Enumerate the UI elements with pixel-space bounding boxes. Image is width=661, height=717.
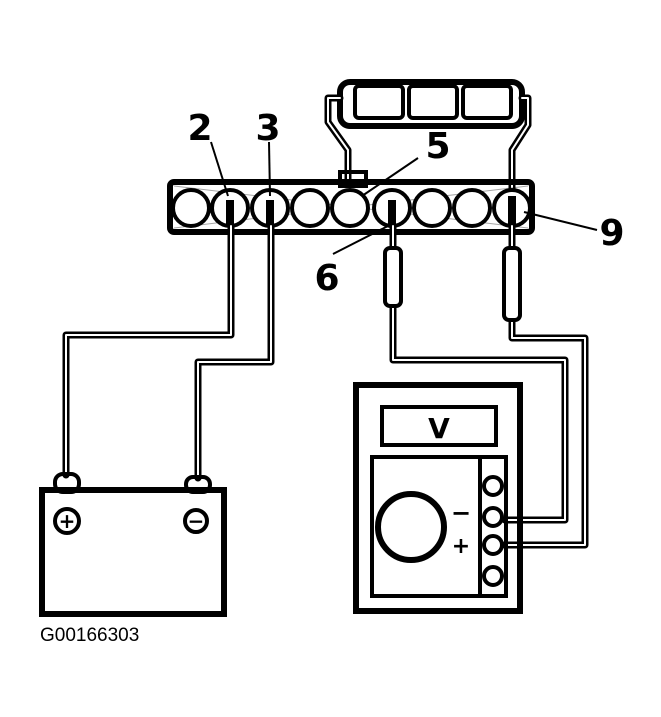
battery-negative-terminal [184,475,212,494]
pin-1 [171,188,211,228]
meter-display [380,405,498,447]
meter-display-text: V [428,412,450,445]
pin-8 [452,188,492,228]
callout-lines [210,141,598,255]
pin-5 [330,188,370,228]
label-pin-3: 3 [255,108,280,149]
meter-neg-symbol: − [451,499,471,527]
battery-negative-symbol: − [188,509,205,533]
battery: + − [39,472,227,617]
meter-jack-1[interactable] [482,475,504,497]
battery-wires [62,222,275,482]
label-pin-5: 5 [425,126,450,167]
multimeter: V − + [353,382,523,614]
pin-4 [290,188,330,228]
pin-7 [412,188,452,228]
meter-jack-pos[interactable] [482,534,504,556]
meter-jack-neg[interactable] [482,506,504,528]
meter-leads [383,222,589,549]
label-pin-2: 2 [187,108,212,149]
top-component [324,79,532,194]
battery-positive-symbol: + [59,509,76,533]
figure-code: G00166303 [40,625,139,646]
battery-positive-terminal [53,472,81,494]
label-pin-9: 9 [599,213,624,254]
meter-jack-4[interactable] [482,565,504,587]
meter-pos-symbol: + [452,534,470,559]
meter-dial[interactable] [375,491,447,563]
label-pin-6: 6 [314,258,339,299]
